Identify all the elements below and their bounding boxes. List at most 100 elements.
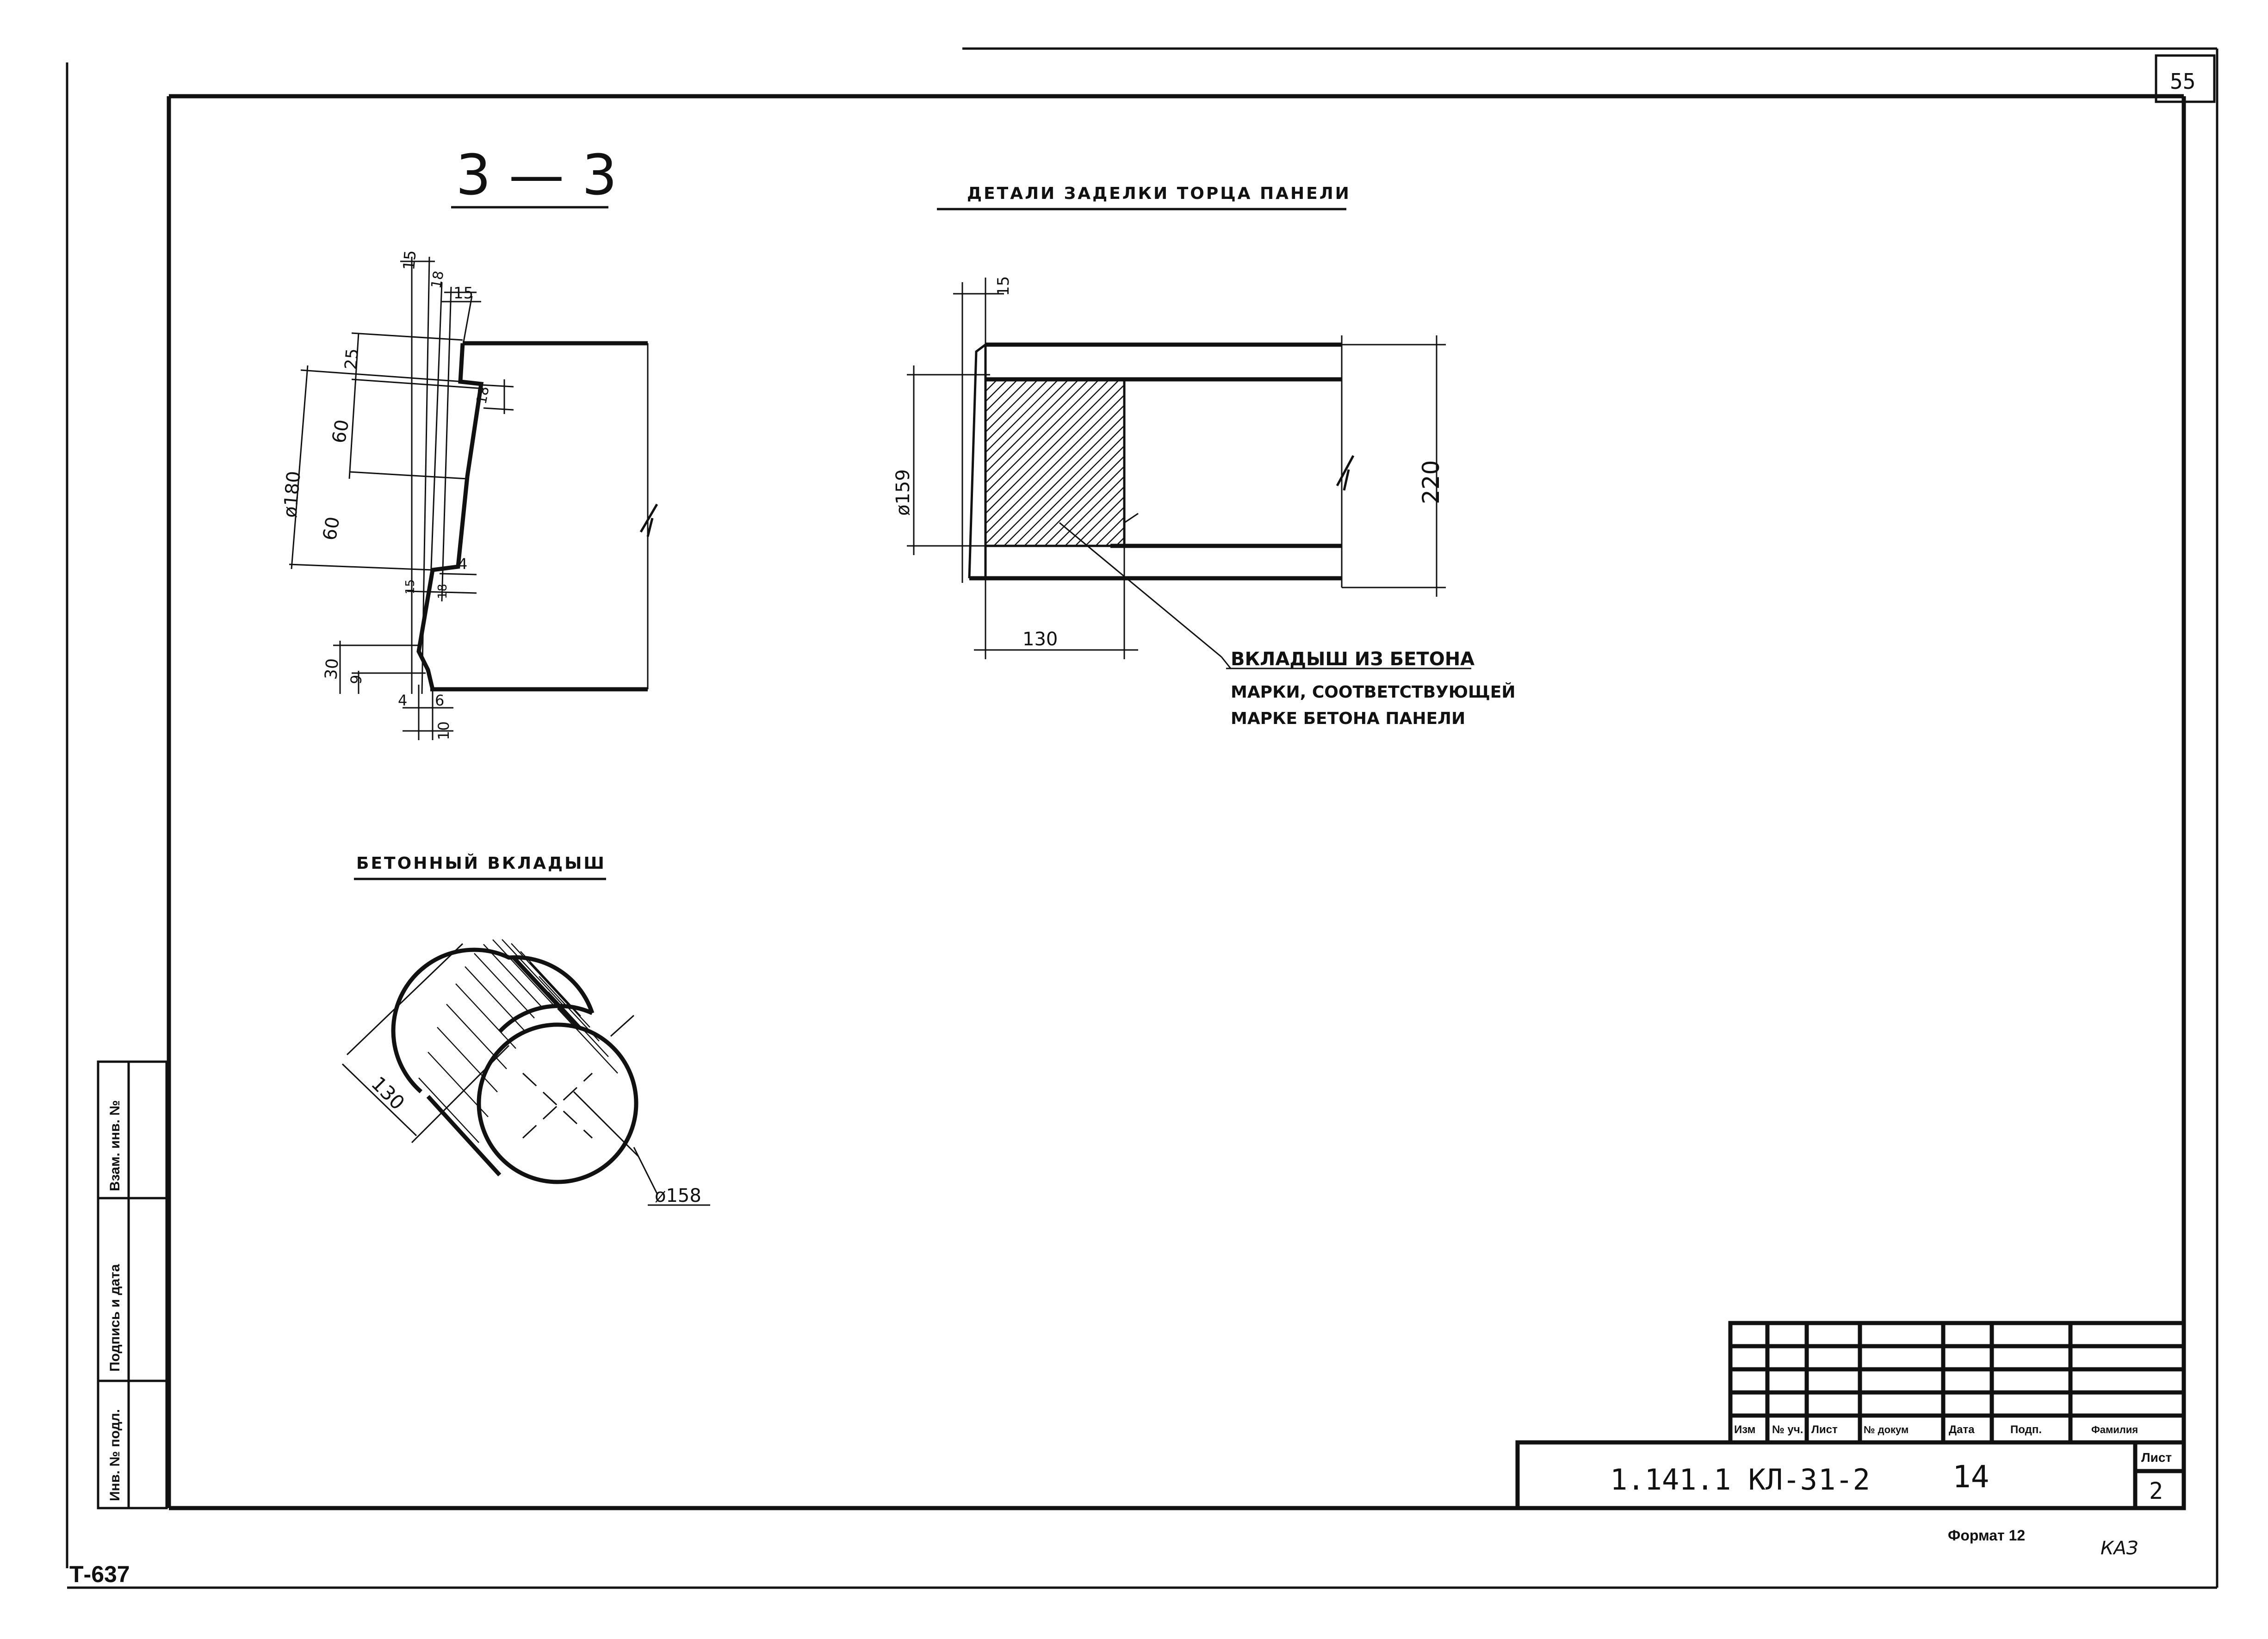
section-3-3-title: 3 — 3: [456, 143, 617, 208]
callout-line-1: ВКЛАДЫШ ИЗ БЕТОНА: [1231, 649, 1475, 670]
insert-hatch: [800, 379, 1333, 546]
dim-18-bottom: 18: [436, 584, 450, 599]
hatch-line: [985, 394, 1124, 535]
end-detail-title: ДЕТАЛИ ЗАДЕЛКИ ТОРЦА ПАНЕЛИ: [967, 184, 1351, 203]
hatch-line: [1085, 506, 1124, 546]
hatch-line: [1167, 379, 1333, 546]
hatch-line: [800, 379, 967, 546]
dim-130-insert: 130: [367, 1072, 409, 1114]
hatch-line: [985, 379, 1018, 413]
hatch-line: [492, 939, 553, 1005]
sheet-label: Лист: [2141, 1450, 2172, 1465]
hatch-line: [985, 379, 1069, 464]
hatch-line: [811, 379, 977, 546]
title-header-count: № уч.: [1772, 1423, 1803, 1436]
hatch-line: [993, 414, 1124, 546]
corner-mark: КАЗ: [2101, 1538, 2138, 1559]
dim-4-bottom: 4: [398, 692, 407, 709]
hatch-line: [1024, 445, 1124, 546]
concrete-insert-title: БЕТОННЫЙ ВКЛАДЫШ: [356, 854, 606, 873]
hatch-line: [1004, 425, 1124, 546]
hatch-line: [1095, 516, 1124, 546]
hatch-line: [985, 379, 1120, 514]
hatch-line: [1115, 537, 1124, 546]
hatch-line: [511, 943, 572, 1009]
hatch-line: [483, 944, 544, 1010]
dim-18-notch: 18: [473, 385, 492, 406]
doc-issue: 1-2: [1818, 1463, 1870, 1497]
dim-60-upper: 60: [328, 418, 353, 445]
dim-dia-158: ø158: [655, 1185, 701, 1206]
hatch-line: [1146, 379, 1313, 546]
hatch-line: [502, 939, 563, 1005]
hatch-line: [1054, 476, 1124, 546]
hatch-line: [985, 379, 1100, 494]
hatch-line: [1065, 486, 1124, 546]
dim-18-top: 18: [428, 270, 447, 290]
dim-10: 10: [435, 721, 452, 740]
title-header-sign: Подп.: [2010, 1423, 2042, 1436]
hatch-line: [985, 379, 1029, 423]
hatch-line: [455, 983, 516, 1049]
dim-130-end: 130: [1022, 629, 1058, 650]
hatch-line: [1105, 526, 1124, 546]
dim-15-top-right: 15: [453, 284, 473, 303]
dim-4-right: 4: [458, 555, 467, 573]
hatch-line: [985, 379, 1079, 474]
hatch-line: [1075, 496, 1124, 546]
dim-220: 220: [1418, 460, 1444, 504]
hatch-line: [529, 962, 590, 1028]
side-stamp-label-replace: Взам. инв. №: [107, 1100, 123, 1191]
dim-9: 9: [347, 674, 366, 685]
doc-code: 1.141.1 КЛ-3: [1610, 1463, 1817, 1497]
side-stamp: Взам. инв. № Подпись и дата Инв. № подл.: [97, 1060, 168, 1509]
hatch-line: [1126, 379, 1293, 546]
hatch-line: [1044, 465, 1124, 546]
hatch-line: [437, 1027, 498, 1093]
concrete-insert: БЕТОННЫЙ ВКЛАДЫШ 130 ø158: [341, 854, 710, 1206]
title-header-date: Дата: [1949, 1423, 1975, 1436]
hatch-line: [985, 379, 1059, 453]
title-header-change: Изм: [1734, 1423, 1755, 1436]
dim-60-lower: 60: [319, 515, 344, 542]
sheet-value: 2: [2149, 1478, 2163, 1504]
dim-dia-159: ø159: [892, 469, 914, 516]
dim-30: 30: [322, 658, 342, 680]
title-block: Изм № уч. Лист № докум Дата Подп. Фамили…: [1515, 1321, 2186, 1510]
title-header-sheet: Лист: [1811, 1423, 1838, 1436]
dim-15-top: 15: [400, 249, 420, 271]
hatch-line: [985, 379, 1110, 504]
corner-number: 55: [2170, 69, 2195, 94]
hatch-line: [985, 379, 1090, 484]
title-header-surname: Фамилия: [2091, 1424, 2138, 1435]
callout-line-3: МАРКЕ БЕТОНА ПАНЕЛИ: [1231, 709, 1465, 728]
hatch-line: [1034, 455, 1124, 546]
title-header-doc: № докум: [1864, 1424, 1909, 1435]
doc-number: 14: [1952, 1459, 1989, 1495]
hatch-line: [1136, 379, 1303, 546]
hatch-line: [985, 384, 1124, 525]
dim-6: 6: [435, 692, 444, 709]
hatch-line: [446, 1003, 507, 1070]
hatch-line: [985, 404, 1124, 545]
cylinder-hatch: [418, 939, 618, 1143]
dim-25: 25: [341, 348, 362, 371]
callout-line-2: МАРКИ, СООТВЕТСТВУЮЩЕЙ: [1231, 682, 1515, 702]
hatch-line: [557, 1008, 618, 1074]
hatch-line: [985, 379, 1039, 433]
hatch-line: [1157, 379, 1323, 546]
hatch-line: [985, 379, 1049, 443]
format-label: Формат 12: [1948, 1527, 2025, 1544]
dim-15-bottom: 15: [403, 579, 417, 594]
hatch-line: [474, 952, 535, 1019]
hatch-line: [1014, 435, 1124, 546]
hatch-line: [418, 1077, 479, 1143]
dim-15-end: 15: [994, 276, 1013, 296]
sheet-frame: 55: [66, 47, 2218, 1589]
side-stamp-label-signature: Подпись и дата: [107, 1264, 123, 1372]
end-detail: ДЕТАЛИ ЗАДЕЛКИ ТОРЦА ПАНЕЛИ: [800, 184, 1515, 728]
hatch-line: [985, 379, 1008, 402]
inventory-code: Т-637: [69, 1561, 130, 1587]
side-stamp-label-inventory: Инв. № подл.: [107, 1409, 123, 1501]
